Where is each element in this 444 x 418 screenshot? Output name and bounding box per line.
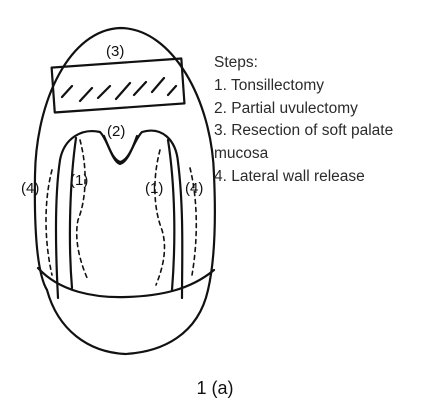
steps-legend: Steps: 1. Tonsillectomy 2. Partial uvule… — [214, 52, 440, 189]
right-anterior-pillar — [168, 140, 174, 290]
label-right-tonsil: (1) — [145, 180, 163, 197]
right-tonsil-incision — [155, 150, 165, 285]
label-soft-palate: (3) — [106, 43, 124, 60]
figure-caption: 1 (a) — [0, 378, 430, 399]
left-lateral-release — [46, 170, 52, 275]
step-item: 3. Resection of soft palate — [214, 120, 440, 143]
left-tonsil-incision — [77, 140, 88, 280]
step-item: 2. Partial uvulectomy — [214, 98, 440, 121]
pharyngeal-arch — [56, 131, 182, 298]
label-right-lateral: (4) — [185, 180, 203, 197]
steps-heading: Steps: — [214, 52, 440, 75]
resection-hatching — [62, 78, 176, 101]
label-left-tonsil: (1) — [70, 172, 88, 189]
lower-arch-line — [38, 268, 214, 297]
step-item: 4. Lateral wall release — [214, 166, 440, 189]
label-uvula: (2) — [107, 123, 125, 140]
left-anterior-pillar — [70, 138, 76, 288]
label-left-lateral: (4) — [21, 180, 39, 197]
step-item: mucosa — [214, 143, 440, 166]
uvula-shape — [104, 136, 137, 164]
step-item: 1. Tonsillectomy — [214, 75, 440, 98]
